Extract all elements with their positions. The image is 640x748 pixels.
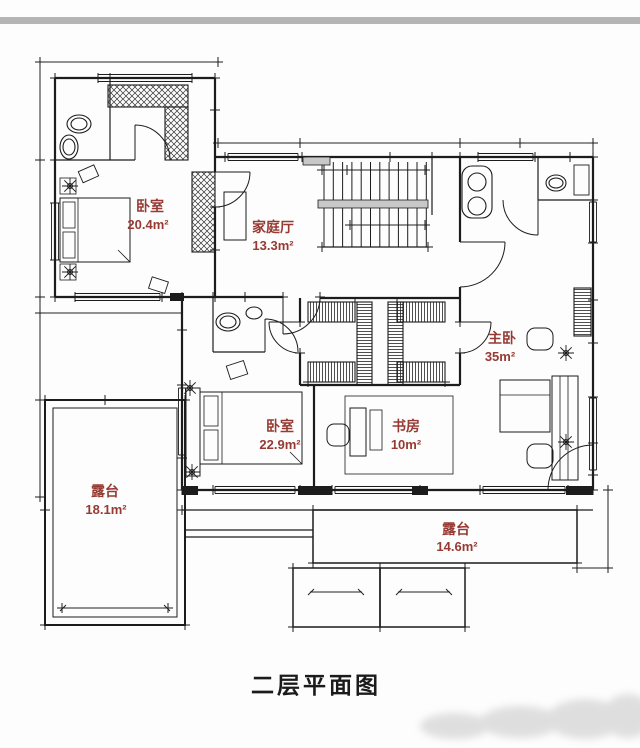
room-label-master-bedroom: 主卧 <box>488 330 516 346</box>
table-family-hall <box>223 191 247 241</box>
study-furniture <box>326 395 454 475</box>
closet-arm-bottom-left <box>307 361 356 383</box>
toilet-icon <box>545 174 567 192</box>
closet-center-right <box>387 301 404 386</box>
room-label-family-hall: 家庭厅 <box>252 219 294 235</box>
room-label-study: 书房 <box>392 418 420 434</box>
room-area-bedroom-nw: 20.4m² <box>127 217 169 232</box>
room-labels-layer: 卧室 20.4m² 家庭厅 13.3m² 主卧 35m² 卧室 22.9m² 书… <box>85 198 516 554</box>
room-label-terrace-west: 露台 <box>91 483 119 499</box>
door-nw-bath <box>134 124 171 161</box>
room-area-family-hall: 13.3m² <box>252 238 294 253</box>
door-sw-bath <box>264 318 299 353</box>
walls-layer <box>53 76 595 492</box>
room-area-bedroom-sw: 22.9m² <box>259 437 301 452</box>
room-label-bedroom-sw: 卧室 <box>266 418 294 434</box>
room-label-bedroom-nw: 卧室 <box>136 198 164 214</box>
wardrobe-master <box>551 375 579 481</box>
chair-study <box>326 423 350 447</box>
sink-icon <box>59 134 79 160</box>
bed-nw <box>59 164 169 295</box>
toilet-icon <box>66 114 92 134</box>
door-master-corridor <box>459 241 506 288</box>
toilet-icon <box>215 312 241 332</box>
desk-master <box>499 379 551 433</box>
door-bedroom-nw <box>214 171 251 208</box>
closet-arm-top-left <box>307 301 356 323</box>
room-area-master-bedroom: 35m² <box>485 349 516 364</box>
shelf-ne-bath <box>573 164 590 196</box>
windows-layer <box>51 74 597 494</box>
room-label-terrace-south: 露台 <box>442 521 470 537</box>
plan-title: 二层平面图 <box>251 672 381 698</box>
top-stripe-divider <box>0 17 640 24</box>
fixtures-layer <box>59 114 590 332</box>
room-area-study: 10m² <box>391 437 422 452</box>
door-study <box>547 444 594 491</box>
stair-handrail <box>317 199 429 209</box>
chair-master-1 <box>526 327 554 351</box>
wardrobe-nw-horizontal <box>107 84 189 108</box>
room-area-terrace-south: 14.6m² <box>436 539 478 554</box>
plant-icons <box>62 178 574 480</box>
closet-arm-bottom-right <box>396 361 446 383</box>
closet-center-left <box>356 301 373 386</box>
wardrobe-family-hall <box>191 171 216 253</box>
double-basin-icon <box>461 165 493 219</box>
stair-landing-edge <box>302 156 331 166</box>
wardrobe-nw-vertical <box>164 106 189 161</box>
staircase <box>302 156 429 247</box>
closet-master-wall <box>573 287 592 337</box>
room-area-terrace-west: 18.1m² <box>85 502 127 517</box>
chair-master-2 <box>526 443 554 469</box>
closet-arm-top-right <box>396 301 446 323</box>
dimension-lines-layer <box>39 61 609 612</box>
door-closet-west <box>268 321 301 354</box>
master-furniture <box>499 327 579 481</box>
door-ne-bath <box>502 199 539 236</box>
sink-icon <box>245 306 263 320</box>
door-family-hall <box>282 296 321 335</box>
wall-piers <box>170 293 593 495</box>
closets-layer <box>107 84 592 386</box>
watermark-smudge <box>420 694 640 739</box>
door-closet-east <box>459 321 492 354</box>
